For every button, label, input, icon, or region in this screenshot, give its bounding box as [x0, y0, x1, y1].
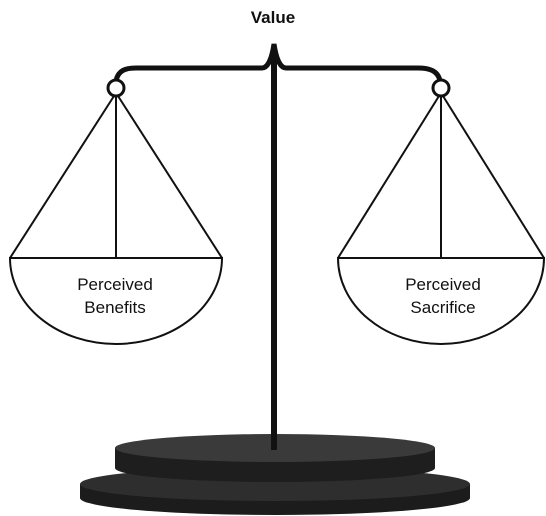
- left-pan: [8, 257, 224, 345]
- center-post: [271, 54, 277, 450]
- left-pan-label-line2: Benefits: [84, 298, 146, 317]
- right-hanger-ring: [431, 78, 451, 98]
- right-pan-label-line1: Perceived: [405, 275, 481, 294]
- left-hanger-ring: [106, 78, 126, 98]
- scale-beam: [113, 43, 443, 84]
- left-pan-label: Perceived Benefits: [40, 273, 190, 319]
- right-pan: [336, 257, 546, 345]
- right-pan-strings: [337, 95, 545, 259]
- left-pan-strings: [9, 95, 223, 259]
- left-pan-label-line1: Perceived: [77, 275, 153, 294]
- diagram-title: Value: [250, 8, 296, 27]
- right-pan-label: Perceived Sacrifice: [368, 273, 518, 319]
- right-pan-label-line2: Sacrifice: [410, 298, 476, 317]
